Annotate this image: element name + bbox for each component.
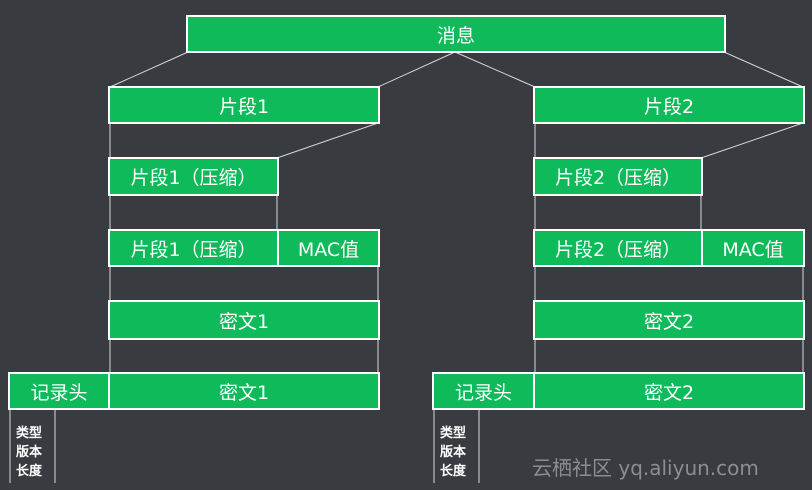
field-version-2: 版本: [440, 445, 467, 460]
record-ciphertext-1-label: 密文1: [218, 381, 270, 404]
fragment-1-compressed-label: 片段1（压缩）: [130, 167, 257, 189]
ciphertext-1-box: 密文1: [108, 300, 380, 340]
fragment-2-compressed-mac-label: 片段2（压缩）: [554, 238, 682, 261]
ciphertext-2-box: 密文2: [533, 300, 805, 340]
mac-value-1-box: MAC值: [277, 229, 380, 267]
fragment-1-compressed-mac-label: 片段1（压缩）: [130, 238, 257, 261]
ciphertext-1-label: 密文1: [218, 310, 270, 333]
fragment-2-label: 片段2: [643, 95, 695, 118]
field-version-1: 版本: [16, 445, 43, 460]
record-header-1-fields: 类型 版本 长度: [16, 424, 42, 481]
record-header-1-label: 记录头: [30, 381, 88, 404]
field-length-1: 长度: [16, 464, 43, 479]
mac-value-2-label: MAC值: [722, 238, 784, 261]
mac-value-2-box: MAC值: [701, 229, 805, 267]
record-header-2-label: 记录头: [454, 381, 512, 404]
fragment-1-compressed-mac-box: 片段1（压缩）: [108, 229, 279, 267]
mac-value-1-label: MAC值: [297, 238, 360, 261]
fragment-2-compressed-mac-box: 片段2（压缩）: [533, 229, 703, 267]
fragment-1-compressed-box: 片段1（压缩）: [108, 157, 279, 196]
fragment-2-compressed-box: 片段2（压缩）: [533, 157, 703, 196]
record-ciphertext-2-box: 密文2: [533, 372, 805, 410]
fragment-2-compressed-label: 片段2（压缩）: [554, 167, 682, 189]
fragment-2-box: 片段2: [533, 86, 805, 124]
fragment-1-label: 片段1: [218, 95, 270, 118]
field-type-2: 类型: [440, 426, 467, 441]
message-box: 消息: [186, 15, 726, 53]
record-header-1-box: 记录头: [8, 372, 110, 410]
fragment-1-box: 片段1: [108, 86, 380, 124]
field-length-2: 长度: [440, 464, 467, 479]
record-header-2-fields: 类型 版本 长度: [440, 424, 466, 481]
record-ciphertext-1-box: 密文1: [108, 372, 380, 410]
watermark: 云栖社区 yq.aliyun.com: [532, 456, 759, 480]
ciphertext-2-label: 密文2: [643, 310, 695, 333]
record-ciphertext-2-label: 密文2: [643, 381, 695, 404]
record-header-2-box: 记录头: [432, 372, 535, 410]
message-label: 消息: [436, 24, 475, 47]
field-type-1: 类型: [16, 426, 43, 441]
